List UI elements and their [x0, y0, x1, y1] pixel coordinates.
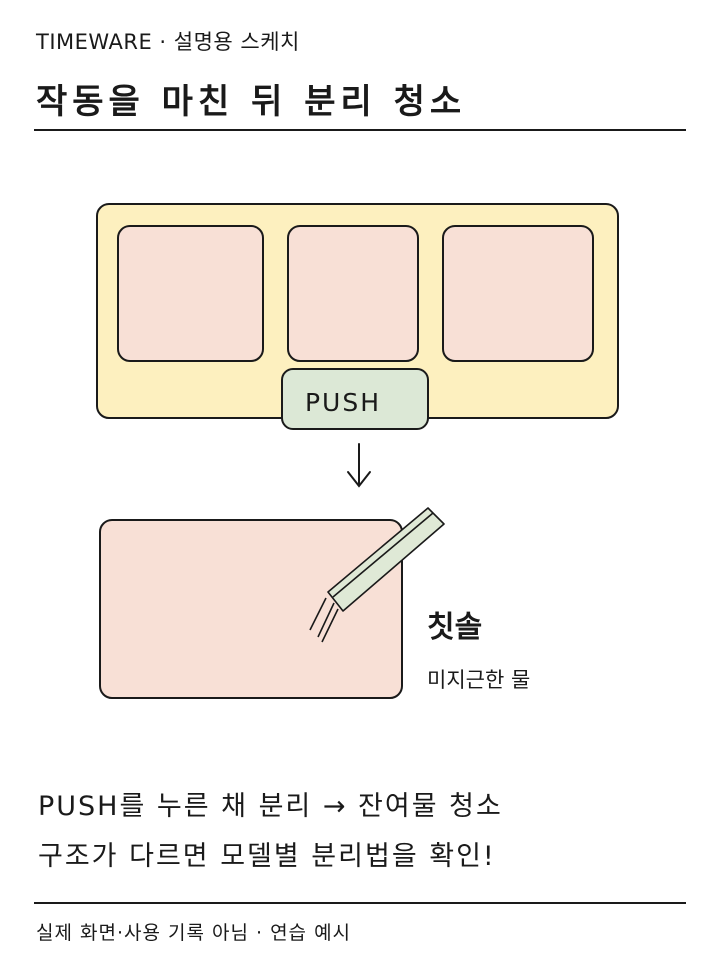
kicker-text: TIMEWARE · 설명용 스케치 — [36, 30, 300, 54]
tool-note: 미지근한 물 — [427, 668, 531, 692]
footer-disclaimer: 실제 화면·사용 기록 아님 · 연습 예시 — [36, 922, 352, 944]
push-button-label: PUSH — [305, 388, 381, 417]
separated-tray — [99, 519, 403, 699]
compartment-middle — [287, 225, 419, 362]
compartment-right — [442, 225, 594, 362]
compartment-left — [117, 225, 264, 362]
instruction-line-1: PUSH를 누른 채 분리 → 잔여물 청소 — [38, 791, 503, 822]
bottom-divider — [34, 902, 686, 904]
down-arrow-icon — [347, 443, 371, 488]
top-divider — [34, 129, 686, 131]
page-title: 작동을 마친 뒤 분리 청소 — [36, 82, 467, 122]
tool-label: 칫솔 — [427, 610, 483, 645]
instruction-line-2: 구조가 다르면 모델별 분리법을 확인! — [38, 841, 496, 872]
push-button — [281, 368, 429, 430]
toothbrush-icon — [309, 507, 445, 643]
